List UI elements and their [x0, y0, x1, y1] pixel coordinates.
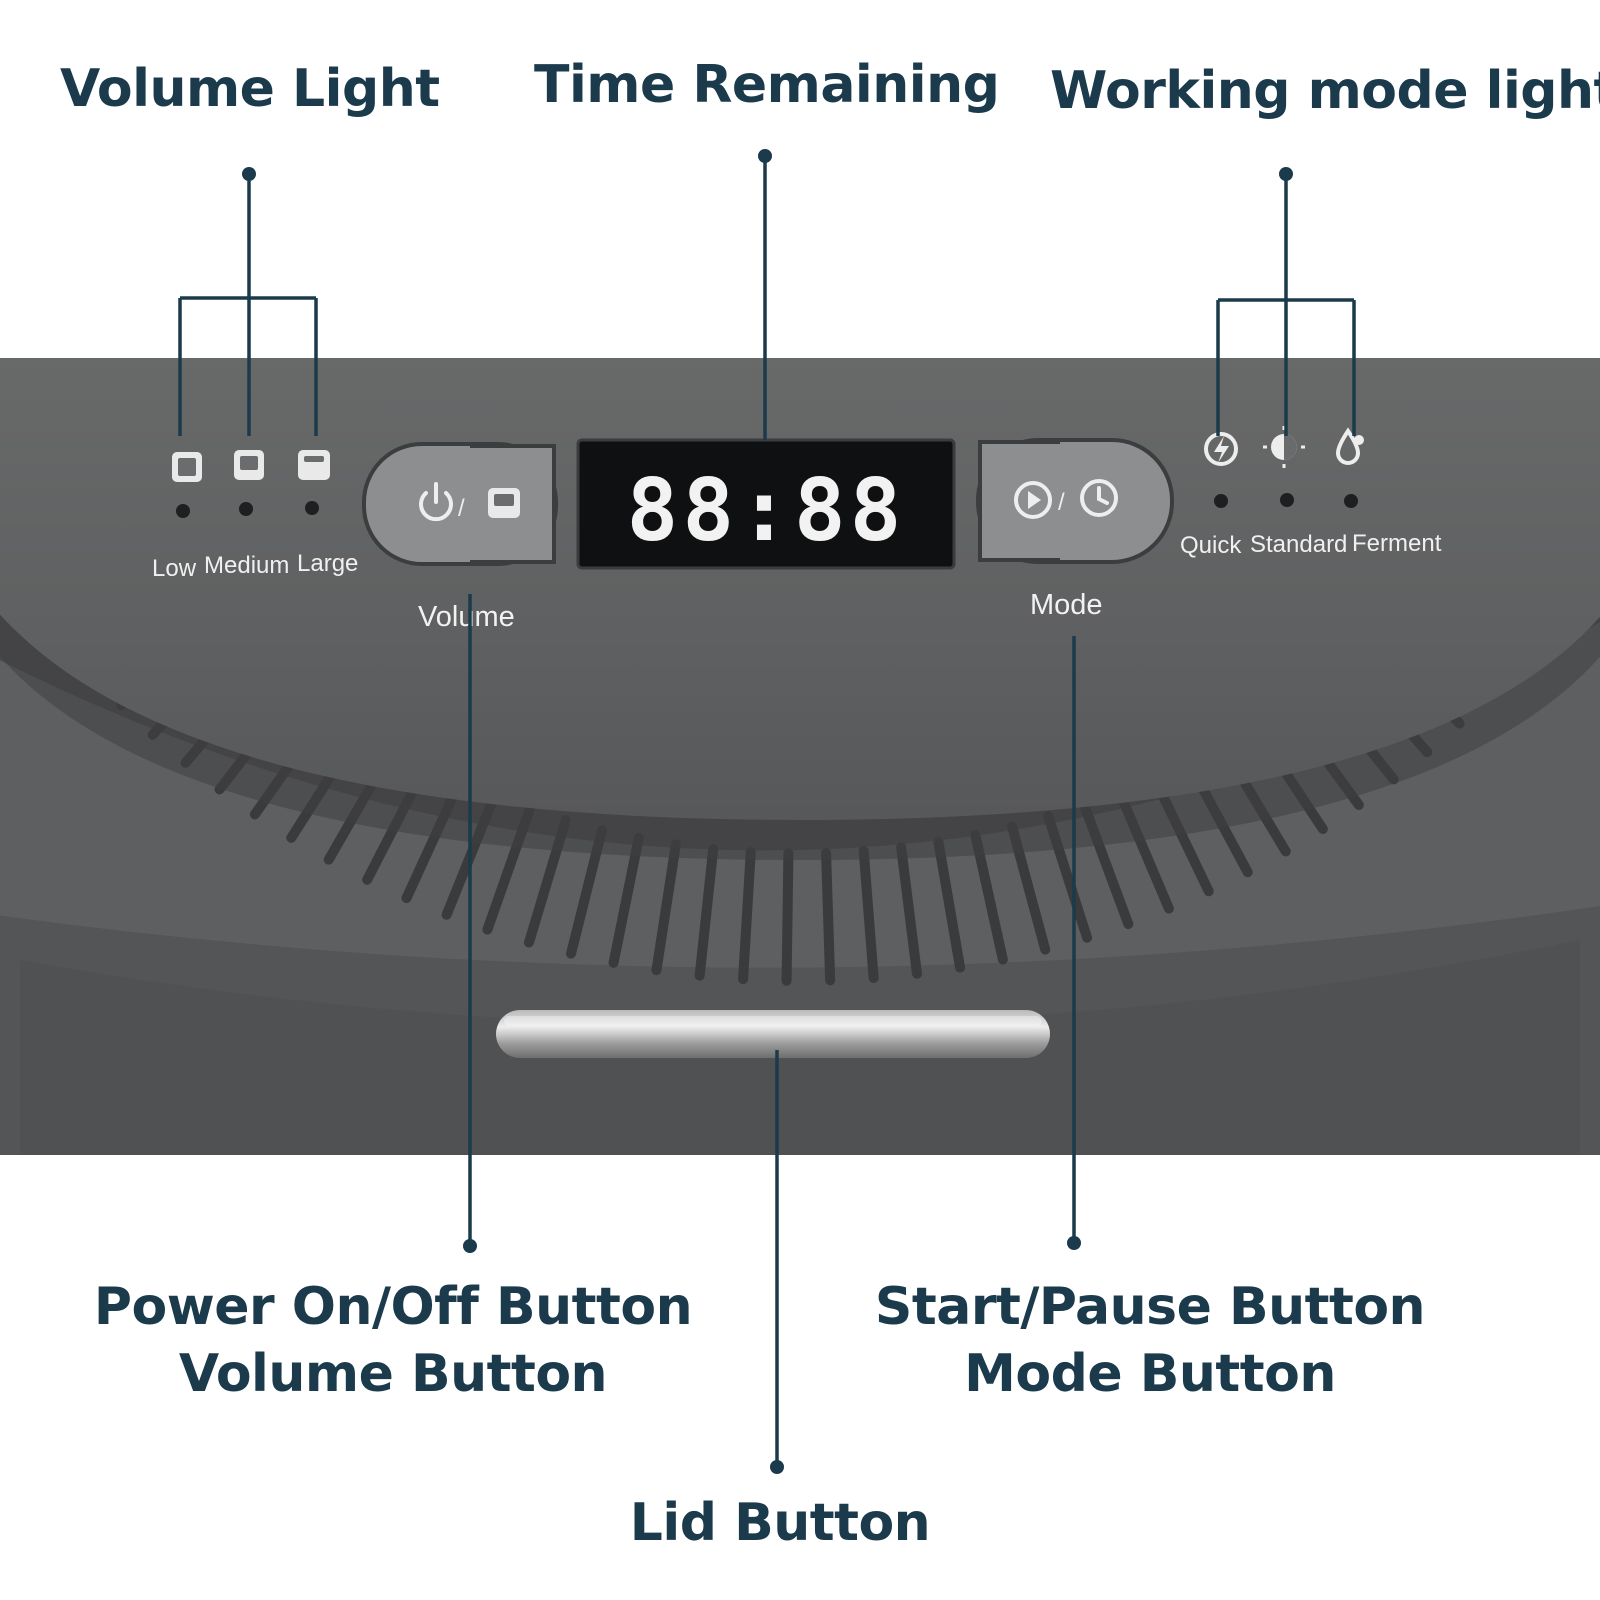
callout-volume-button-line: Volume Button: [178, 1343, 608, 1404]
callout-power-line: Power On/Off Button: [93, 1277, 693, 1337]
callout-start-line: Start/Pause Button: [874, 1277, 1426, 1337]
mode-leds: [1214, 493, 1358, 508]
volume-leds: [176, 501, 319, 518]
label-medium: Medium: [204, 552, 289, 579]
leader-volume-light: [178, 174, 318, 436]
callout-time-remaining: Time Remaining: [534, 55, 1000, 115]
rim-rib: [896, 842, 922, 979]
rim-rib: [608, 832, 644, 968]
svg-text:/: /: [1058, 489, 1065, 516]
time-display: 88:88: [576, 438, 956, 570]
rim-rib: [821, 847, 836, 986]
led-low: [176, 504, 190, 518]
callout-power-volume: Power On/Off Button Volume Button: [88, 1274, 698, 1407]
start-mode-button[interactable]: /: [976, 438, 1174, 564]
led-large: [305, 501, 319, 515]
volume-level-icons: [172, 450, 330, 482]
mode-labels: Quick Standard Ferment: [1180, 530, 1442, 559]
led-ferment: [1344, 494, 1358, 508]
callout-working-mode-light: Working mode light: [1050, 61, 1600, 121]
label-low: Low: [152, 555, 197, 582]
callout-start-mode: Start/Pause Button Mode Button: [860, 1274, 1440, 1407]
control-surface: [0, 358, 1600, 820]
rim-rib: [0, 305, 15, 346]
leader-dots: [242, 149, 1293, 1474]
rim-rib: [933, 837, 966, 973]
callout-volume-light: Volume Light: [60, 59, 440, 119]
label-quick: Quick: [1180, 532, 1242, 559]
label-ferment: Ferment: [1352, 530, 1442, 557]
led-medium: [239, 502, 253, 516]
callout-lid-button: Lid Button: [629, 1493, 931, 1553]
rim-rib: [651, 839, 681, 976]
rim-rib: [858, 846, 879, 984]
half-sun-icon: [1263, 426, 1305, 468]
led-quick: [1214, 494, 1228, 508]
power-icon: [419, 482, 453, 522]
play-icon: [1014, 481, 1052, 519]
led-standard: [1280, 493, 1294, 507]
volume-icon: [488, 488, 520, 518]
leader-lines: [178, 156, 1356, 1466]
mode-button-label: Mode: [1030, 589, 1103, 621]
callout-mode-button-line: Mode Button: [964, 1343, 1336, 1404]
lightning-icon: [1204, 432, 1238, 466]
timer-icon: [1080, 479, 1118, 517]
volume-medium-icon: [234, 450, 264, 480]
display-digits: 88:88: [627, 461, 906, 561]
volume-button-label: Volume: [418, 601, 515, 633]
label-standard: Standard: [1250, 531, 1347, 558]
volume-level-labels: Low Medium Large: [152, 550, 358, 582]
leader-working-mode: [1216, 174, 1356, 436]
rim-rib: [1589, 291, 1600, 330]
rim-rib: [970, 830, 1008, 965]
control-surface-shadow: [0, 614, 1600, 860]
svg-text:/: /: [458, 495, 465, 522]
rim-rib: [694, 843, 719, 981]
power-volume-button[interactable]: /: [362, 442, 558, 566]
lid-handle[interactable]: [496, 1010, 1050, 1058]
volume-low-icon: [172, 452, 202, 482]
rim-rib: [781, 848, 794, 986]
label-large: Large: [297, 550, 358, 577]
rim-rib: [738, 846, 756, 985]
water-drop-icon: [1335, 427, 1364, 465]
volume-large-icon: [298, 450, 330, 480]
